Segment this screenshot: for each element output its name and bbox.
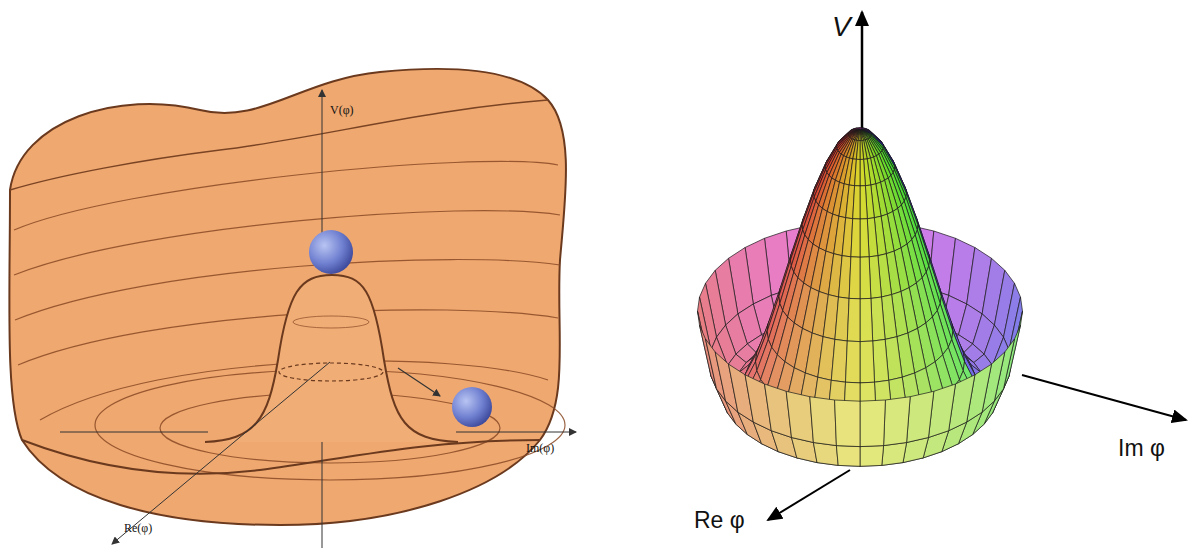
axis-label: Re φ [694,508,745,533]
mesh-cell [831,339,847,382]
mesh-cell [907,391,934,442]
mesh-cell [860,298,873,341]
mesh-cell [860,341,875,383]
mesh-cell [858,130,860,141]
mesh-cell [786,391,813,442]
axis-label: Re(φ) [124,522,152,535]
mesh-cell [860,141,864,160]
mesh-cell [860,219,869,258]
axis-label: V(φ) [330,104,354,117]
mesh-cell [855,159,860,186]
mesh-cell [871,297,885,341]
mesh-cell [855,130,860,140]
mesh-cell [860,130,867,140]
mesh-cell [860,159,865,186]
mesh-cell [813,443,838,466]
mesh-cell [846,341,861,383]
mesh-cell [856,141,860,160]
mesh-cell [860,446,884,467]
mesh-cell [851,219,860,258]
mesh-cell [853,186,860,219]
mesh-cell [873,339,889,382]
mesh-cell [847,298,860,341]
mesh-cell [810,397,837,446]
mesh-cell [849,257,860,299]
mesh-cell [882,443,907,466]
mesh-cell [860,130,865,140]
mesh-cell [853,130,860,140]
mesh-cell [860,400,885,447]
mesh-cell [860,130,864,141]
mesh-cell [860,186,867,219]
mesh-cell [860,257,871,299]
mesh-cell [835,297,849,341]
mesh-cell [835,400,860,447]
mesh-surface [698,128,1023,467]
axis-label: Im φ [1118,436,1165,461]
mesh-cell [856,130,860,141]
axis-label: V [832,12,851,43]
axis-label: Im(φ) [526,442,554,455]
mesh-cell [884,397,911,446]
mesh-cell [836,446,860,467]
